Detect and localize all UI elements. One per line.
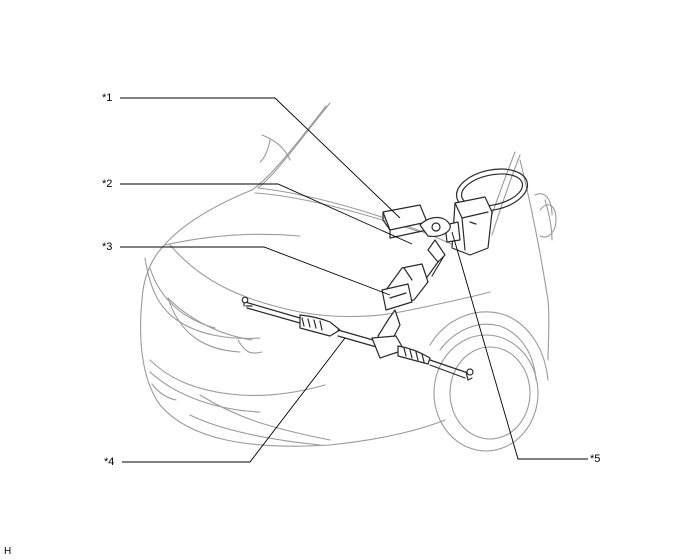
steering-components (241, 168, 529, 381)
figure-code: H (4, 546, 12, 557)
steering-rack (241, 296, 474, 381)
leader-line-5 (451, 231, 588, 460)
intermediate-shaft (417, 216, 451, 291)
leader-line-4 (122, 337, 346, 463)
steering-wheel (455, 168, 529, 212)
leader-line-3 (120, 246, 391, 296)
vehicle-body-outline (140, 102, 557, 452)
leader-line-2 (120, 183, 413, 245)
callout-3: *3 (102, 241, 113, 253)
leader-lines (120, 97, 588, 463)
ecu-box (382, 204, 428, 239)
callout-2: *2 (102, 178, 113, 190)
callout-5: *5 (590, 453, 601, 465)
callout-4: *4 (104, 456, 115, 468)
power-steering-motor (377, 263, 429, 346)
callout-1: *1 (102, 92, 113, 104)
leader-line-1 (120, 97, 401, 219)
steering-column (444, 196, 493, 256)
